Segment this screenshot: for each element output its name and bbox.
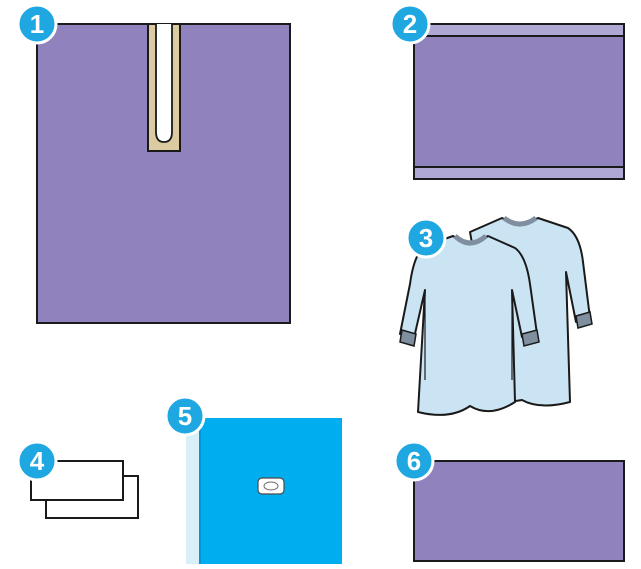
- badge-1-label: 1: [30, 9, 44, 39]
- badge-6-label: 6: [407, 446, 421, 476]
- surgical-gowns-icon: [399, 215, 593, 416]
- badge-4-label: 4: [30, 446, 45, 476]
- striped-drape-icon: [413, 23, 625, 180]
- badge-3: 3: [405, 217, 447, 259]
- badge-2-label: 2: [403, 9, 417, 39]
- adhesive-strip: [186, 418, 200, 564]
- front-gown: [399, 234, 540, 416]
- striped-drape-top-band: [413, 23, 625, 37]
- badge-6: 6: [393, 440, 435, 482]
- badge-5: 5: [164, 395, 206, 437]
- plain-drape-icon: [413, 460, 625, 562]
- adhesive-drape-icon: [186, 418, 342, 564]
- badge-1: 1: [16, 3, 58, 45]
- badge-2: 2: [389, 3, 431, 45]
- adhesive-strip-edge: [199, 418, 201, 564]
- badge-4: 4: [16, 440, 58, 482]
- slit-drape-icon: [36, 23, 291, 324]
- striped-drape-bottom-band: [413, 166, 625, 180]
- badge-3-label: 3: [419, 223, 433, 253]
- slit-opening: [155, 24, 173, 143]
- plain-drape-body: [413, 460, 625, 562]
- fenestration-opening: [263, 481, 279, 491]
- striped-drape-body: [413, 23, 625, 180]
- badge-5-label: 5: [178, 401, 192, 431]
